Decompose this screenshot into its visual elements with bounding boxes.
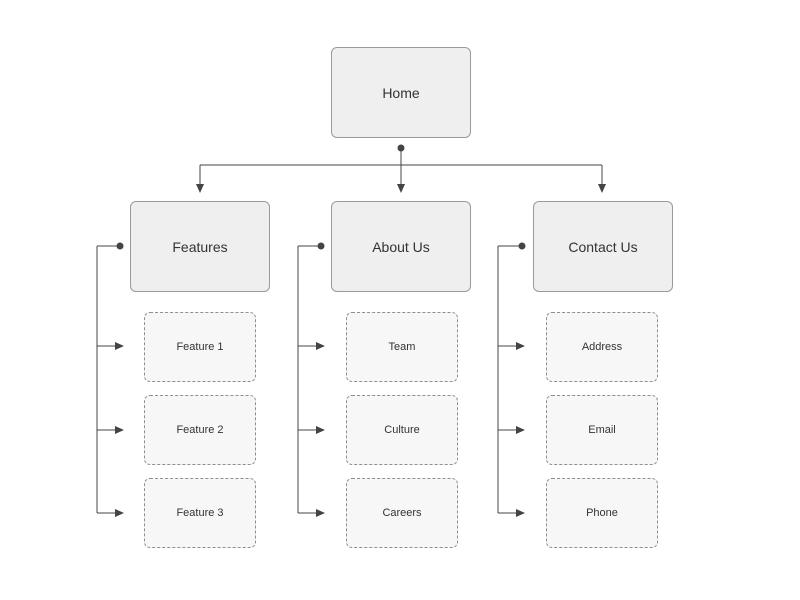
node-contact-us-label: Contact Us xyxy=(568,238,638,255)
node-careers: Careers xyxy=(346,478,458,548)
node-careers-label: Careers xyxy=(382,507,422,519)
node-about-us-label: About Us xyxy=(372,238,430,255)
node-address-label: Address xyxy=(581,341,623,353)
node-feature-2-label: Feature 2 xyxy=(176,424,224,436)
node-feature-1: Feature 1 xyxy=(144,312,256,382)
node-features-label: Features xyxy=(172,238,228,255)
node-phone-label: Phone xyxy=(586,507,618,519)
node-feature-3-label: Feature 3 xyxy=(176,507,224,519)
node-team: Team xyxy=(346,312,458,382)
node-email-label: Email xyxy=(588,424,616,436)
node-culture: Culture xyxy=(346,395,458,465)
node-contact-us: Contact Us xyxy=(533,201,673,292)
node-feature-1-label: Feature 1 xyxy=(176,341,224,353)
features-connector xyxy=(96,242,124,517)
node-home-label: Home xyxy=(382,84,420,101)
node-feature-2: Feature 2 xyxy=(144,395,256,465)
node-address: Address xyxy=(546,312,658,382)
node-phone: Phone xyxy=(546,478,658,548)
node-about-us: About Us xyxy=(331,201,471,292)
node-culture-label: Culture xyxy=(384,424,420,436)
node-features: Features xyxy=(130,201,270,292)
node-team-label: Team xyxy=(388,341,416,353)
root-connector xyxy=(196,144,606,193)
about-us-connector xyxy=(297,242,325,517)
node-feature-3: Feature 3 xyxy=(144,478,256,548)
node-email: Email xyxy=(546,395,658,465)
node-home: Home xyxy=(331,47,471,138)
contact-us-connector xyxy=(497,242,526,517)
